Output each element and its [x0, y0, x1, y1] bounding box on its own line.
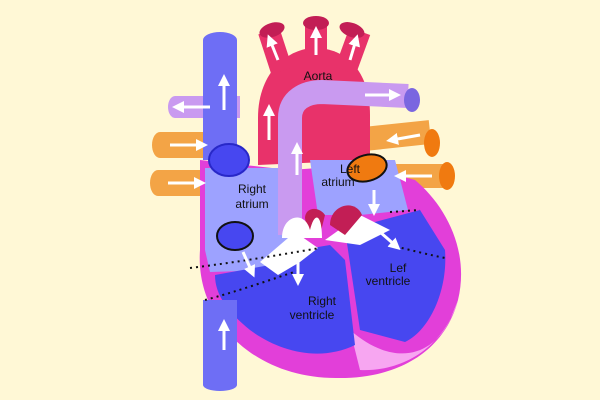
flow-arrow	[379, 230, 401, 250]
label-right-atrium-line2: atrium	[235, 197, 268, 211]
dotted-line-left	[389, 209, 421, 213]
label-left-atrium-line1: Left	[340, 162, 361, 176]
label-left-ventricle-line2: ventricle	[366, 274, 411, 288]
label-left-atrium-line2: atrium	[321, 175, 354, 189]
label-right-atrium-line1: Right	[238, 182, 267, 196]
label-left-ventricle-line1: Lef	[390, 261, 407, 275]
pulmonary-vein-opening	[346, 153, 388, 183]
valves	[260, 205, 390, 275]
superior-vena-cava-opening	[208, 143, 250, 177]
dotted-line-right-ventricle	[204, 269, 301, 301]
left-ventricle	[345, 210, 446, 342]
label-right-ventricle-line1: Right	[308, 294, 337, 308]
flow-arrow	[348, 34, 361, 61]
flow-arrow	[386, 133, 421, 145]
dotted-line-left-lower	[389, 244, 446, 259]
dotted-line-atrioventricular	[189, 247, 321, 269]
flow-arrow	[241, 251, 256, 278]
inferior-vena-cava-opening	[216, 221, 254, 251]
label-aorta: Aorta	[304, 69, 333, 83]
flow-arrow	[266, 34, 280, 61]
vena-cava	[203, 32, 237, 391]
label-right-ventricle-line2: ventricle	[290, 308, 335, 322]
flow-arrows	[168, 26, 432, 350]
pulmonary-artery	[278, 79, 420, 238]
